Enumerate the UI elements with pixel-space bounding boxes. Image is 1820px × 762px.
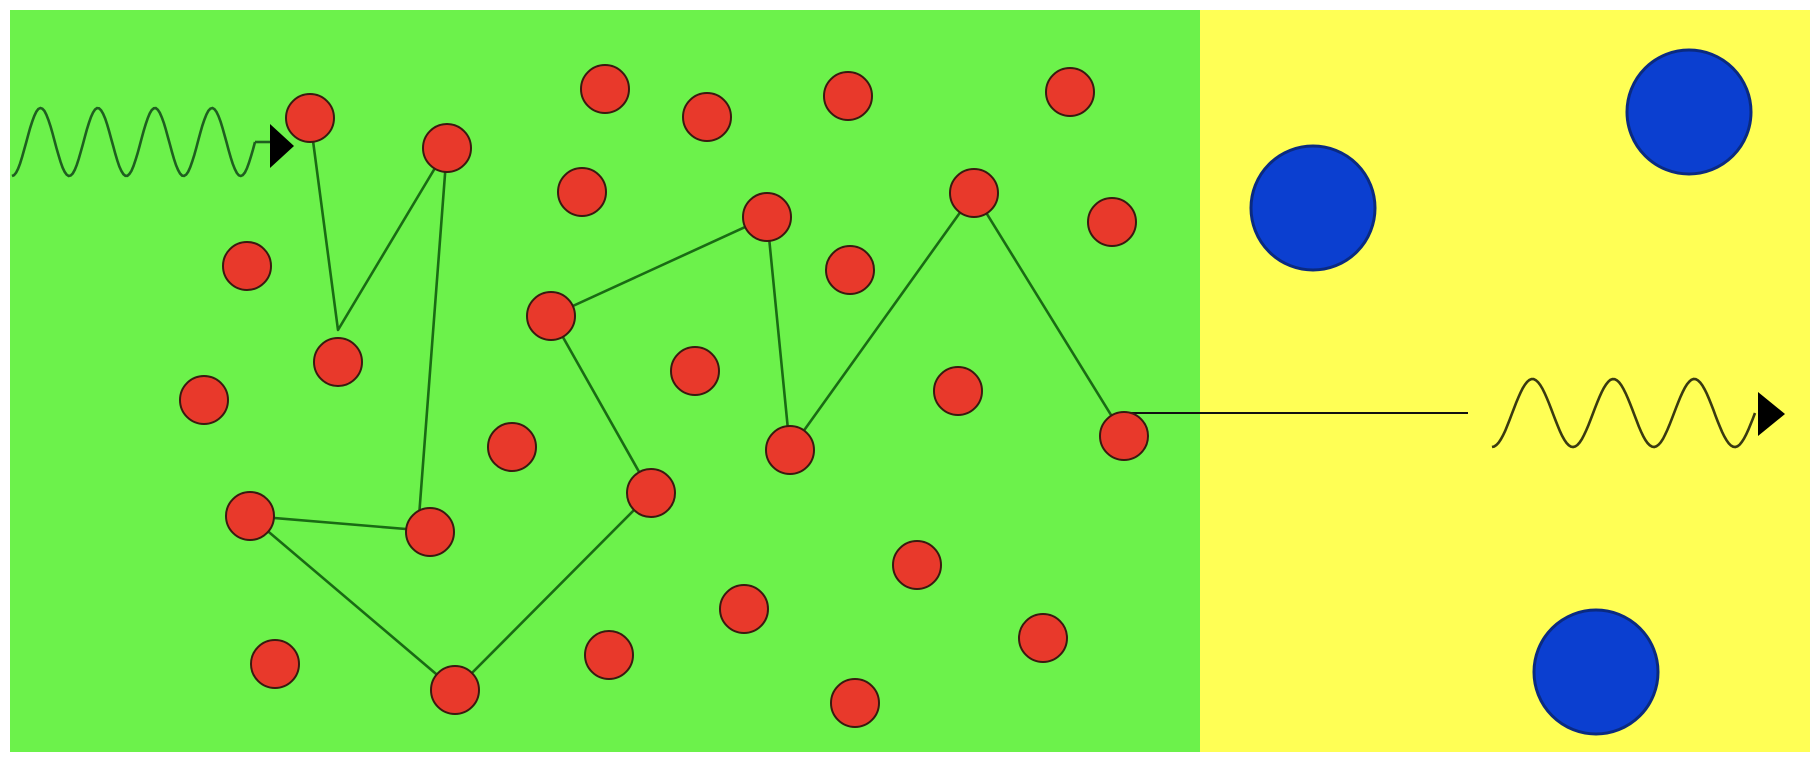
small-particle: [626, 468, 676, 518]
large-particle: [1249, 144, 1377, 272]
large-particle: [1625, 48, 1753, 176]
small-particle: [313, 337, 363, 387]
small-particle: [682, 92, 732, 142]
small-particle: [422, 123, 472, 173]
small-particle: [405, 507, 455, 557]
small-particle: [742, 192, 792, 242]
small-particle: [285, 93, 335, 143]
small-particle: [949, 168, 999, 218]
small-particle: [179, 375, 229, 425]
small-particle: [933, 366, 983, 416]
small-particle: [487, 422, 537, 472]
incoming-wave: [11, 106, 257, 178]
small-particle: [1099, 411, 1149, 461]
small-particle: [580, 64, 630, 114]
small-particle: [250, 639, 300, 689]
small-particle: [430, 665, 480, 715]
small-particle: [584, 630, 634, 680]
small-particle: [892, 540, 942, 590]
outgoing-arrowhead-icon: [1758, 392, 1785, 436]
small-particle: [222, 241, 272, 291]
small-particle: [526, 291, 576, 341]
small-particle: [825, 245, 875, 295]
scattering-path: [248, 117, 1126, 692]
small-particle: [719, 584, 769, 634]
small-particle: [823, 71, 873, 121]
small-particle: [1087, 197, 1137, 247]
incoming-arrowhead-icon: [270, 124, 294, 168]
small-particle: [830, 678, 880, 728]
small-particle: [1045, 67, 1095, 117]
large-particle: [1532, 608, 1660, 736]
small-particle: [765, 425, 815, 475]
small-particle: [1018, 613, 1068, 663]
small-particle: [225, 491, 275, 541]
outgoing-wave: [1491, 377, 1757, 449]
small-particle: [557, 167, 607, 217]
small-particle: [670, 346, 720, 396]
